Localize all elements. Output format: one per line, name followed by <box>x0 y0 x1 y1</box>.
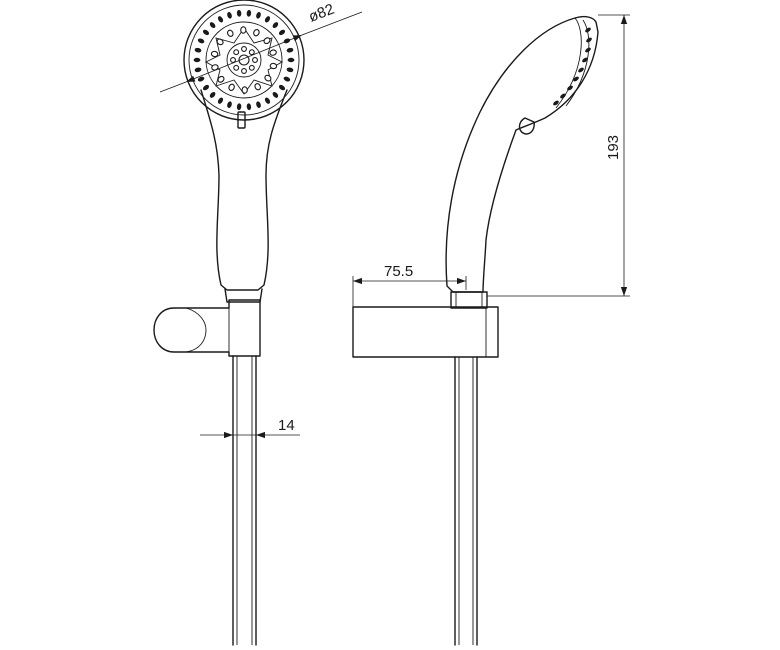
spray-nozzle <box>228 83 235 91</box>
spray-nozzle <box>241 46 247 52</box>
spray-nozzle <box>283 76 291 82</box>
spray-nozzle <box>246 9 252 17</box>
spray-nozzle <box>256 11 261 19</box>
spray-nozzle <box>194 47 202 53</box>
spray-nozzle <box>240 26 247 34</box>
side-spray-nozzle <box>573 76 579 82</box>
spray-nozzle <box>272 91 279 98</box>
spray-nozzle <box>217 16 224 23</box>
side-handle <box>445 15 599 293</box>
side-spray-nozzle <box>567 85 573 91</box>
spray-nozzle <box>269 49 277 56</box>
front-holder-bracket <box>153 299 261 357</box>
spray-nozzle <box>272 22 279 29</box>
spray-nozzle <box>197 38 205 44</box>
spray-nozzle <box>256 101 261 109</box>
front-handle <box>200 89 288 291</box>
side-hose <box>454 356 478 646</box>
side-spray-nozzle <box>585 27 591 33</box>
dim-hose-diameter-label: 14 <box>278 417 295 434</box>
spray-nozzle <box>248 64 255 71</box>
side-trigger <box>518 117 535 135</box>
spray-nozzle <box>194 67 202 73</box>
spray-nozzle <box>233 64 240 71</box>
front-holder-arc <box>185 307 207 353</box>
spray-nozzle <box>286 67 294 73</box>
side-nozzle-row <box>553 27 592 106</box>
side-head-face-inner <box>565 19 590 107</box>
side-head-face <box>555 17 582 109</box>
dim-bracket-projection: 75.5 <box>352 263 467 307</box>
spray-nozzle <box>286 47 294 53</box>
spray-nozzle <box>227 101 232 109</box>
spray-nozzle <box>210 50 219 58</box>
spray-nozzle <box>209 22 216 29</box>
spray-nozzle <box>193 57 201 63</box>
spray-nozzle <box>233 49 240 56</box>
front-hose <box>232 355 257 646</box>
spray-nozzle <box>230 57 236 63</box>
side-collar <box>450 291 488 309</box>
spray-nozzle <box>252 57 258 63</box>
dim-head-diameter-label: ø82 <box>306 1 336 26</box>
spray-nozzle <box>254 83 261 91</box>
spray-nozzle <box>264 16 271 23</box>
spray-nozzle <box>264 97 271 104</box>
dim-hose-diameter: 14 <box>200 417 300 439</box>
front-head-outer <box>183 0 305 121</box>
spray-nozzle <box>246 103 252 111</box>
front-mode-selector <box>237 111 246 129</box>
side-spray-nozzle <box>582 57 588 63</box>
side-spray-nozzle <box>553 100 559 106</box>
spray-nozzle <box>278 84 286 91</box>
side-spray-nozzle <box>560 93 566 99</box>
side-spray-nozzle <box>586 37 592 43</box>
spray-nozzle <box>236 103 242 111</box>
dim-total-height-label: 193 <box>605 135 622 160</box>
spray-nozzle <box>241 68 247 74</box>
spray-nozzle <box>217 97 224 104</box>
spray-nozzle <box>241 86 248 94</box>
front-view: ø82 14 <box>153 0 363 646</box>
front-handle-collar <box>224 288 263 303</box>
spray-nozzle <box>269 62 278 70</box>
spray-nozzle <box>202 84 210 91</box>
dim-bracket-projection-label: 75.5 <box>384 263 413 280</box>
spray-nozzle <box>227 29 234 37</box>
side-view: 75.5 193 <box>352 14 630 646</box>
side-spray-nozzle <box>585 47 591 53</box>
dim-total-height: 193 <box>487 14 630 297</box>
side-holder-block <box>352 306 499 358</box>
spray-nozzle <box>202 29 210 36</box>
spray-nozzle <box>278 29 286 36</box>
side-spray-nozzle <box>578 67 584 73</box>
spray-nozzle <box>263 37 271 45</box>
spray-nozzle <box>287 57 295 63</box>
spray-nozzle <box>236 9 242 17</box>
spray-nozzle <box>209 91 216 98</box>
spray-nozzle <box>253 29 260 37</box>
spray-nozzle <box>227 11 232 19</box>
